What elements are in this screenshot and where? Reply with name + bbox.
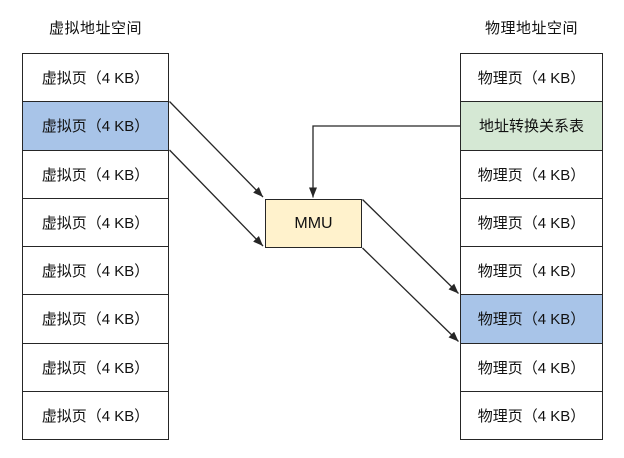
physical-page-label: 物理页（4 KB） [477, 407, 586, 425]
physical-page-row: 物理页（4 KB） [461, 391, 602, 439]
physical-page-label: 物理页（4 KB） [477, 359, 586, 377]
physical-page-row: 物理页（4 KB） [461, 295, 602, 344]
virtual-page-row: 虚拟页（4 KB） [23, 102, 168, 151]
physical-page-row: 物理页（4 KB） [461, 54, 602, 103]
virtual-page-label: 虚拟页（4 KB） [41, 70, 150, 88]
arrow-virtual-to-mmu-top [169, 101, 264, 198]
physical-page-row: 物理页（4 KB） [461, 247, 602, 296]
virtual-page-label: 虚拟页（4 KB） [41, 263, 150, 281]
virtual-page-row: 虚拟页（4 KB） [23, 198, 168, 247]
physical-page-label: 地址转换关系表 [478, 118, 584, 136]
physical-page-row: 地址转换关系表 [461, 102, 602, 151]
virtual-page-label: 虚拟页（4 KB） [41, 166, 150, 184]
virtual-page-row: 虚拟页（4 KB） [23, 247, 168, 296]
virtual-page-label: 虚拟页（4 KB） [41, 214, 150, 232]
physical-page-label: 物理页（4 KB） [477, 214, 586, 232]
physical-page-row: 物理页（4 KB） [461, 343, 602, 392]
physical-page-label: 物理页（4 KB） [477, 70, 586, 88]
virtual-page-label: 虚拟页（4 KB） [41, 311, 150, 329]
virtual-page-row: 虚拟页（4 KB） [23, 343, 168, 392]
arrow-mmu-to-physical-bottom [362, 247, 459, 342]
virtual-page-row: 虚拟页（4 KB） [23, 391, 168, 439]
mmu-label: MMU [294, 214, 333, 232]
mmu-box: MMU [265, 199, 362, 248]
physical-space-title: 物理地址空间 [484, 20, 578, 37]
virtual-page-row: 虚拟页（4 KB） [23, 295, 168, 344]
virtual-space-title: 虚拟地址空间 [48, 20, 142, 37]
arrow-virtual-to-mmu-bottom [169, 149, 264, 247]
virtual-page-label: 虚拟页（4 KB） [41, 407, 150, 425]
virtual-page-row: 虚拟页（4 KB） [23, 150, 168, 199]
arrow-translation-table-to-mmu [309, 125, 460, 198]
arrow-mmu-to-physical-top [362, 199, 459, 294]
virtual-page-label: 虚拟页（4 KB） [41, 359, 150, 377]
virtual-page-row: 虚拟页（4 KB） [23, 54, 168, 103]
physical-page-label: 物理页（4 KB） [477, 263, 586, 281]
physical-page-row: 物理页（4 KB） [461, 198, 602, 247]
physical-address-column: 物理页（4 KB） 地址转换关系表 物理页（4 KB） 物理页（4 KB） 物理… [460, 53, 603, 440]
physical-page-row: 物理页（4 KB） [461, 150, 602, 199]
physical-page-label: 物理页（4 KB） [477, 311, 586, 329]
virtual-page-label: 虚拟页（4 KB） [41, 118, 150, 136]
physical-page-label: 物理页（4 KB） [477, 166, 586, 184]
virtual-address-column: 虚拟页（4 KB） 虚拟页（4 KB） 虚拟页（4 KB） 虚拟页（4 KB） … [22, 53, 169, 440]
